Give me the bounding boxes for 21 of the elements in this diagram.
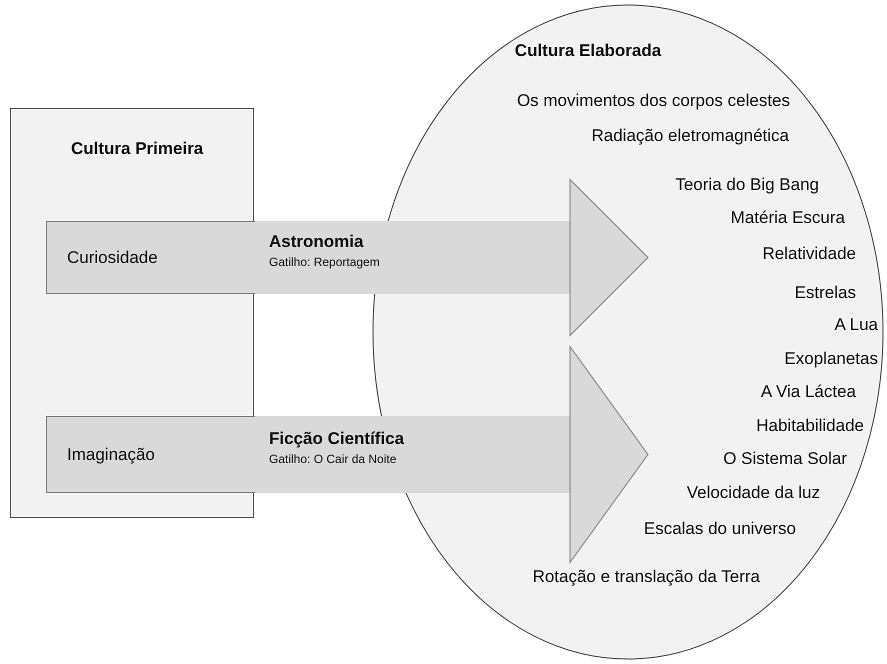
block-arrow xyxy=(255,346,648,563)
topic-item: Os movimentos dos corpos celestes xyxy=(516,92,790,109)
topic-item: Estrelas xyxy=(794,284,856,301)
topic-item: O Sistema Solar xyxy=(723,450,847,467)
topic-item: A Via Láctea xyxy=(760,383,856,400)
concept-box: Curiosidade xyxy=(46,221,255,294)
topic-item: Teoria do Big Bang xyxy=(675,176,819,193)
topic-item: Exoplanetas xyxy=(784,350,878,367)
topic-item: Radiação eletromagnética xyxy=(591,127,789,144)
topic-item: Matéria Escura xyxy=(730,209,845,226)
panel-heading: Cultura Primeira xyxy=(71,140,204,157)
topic-item: Escalas do universo xyxy=(644,520,796,537)
block-arrow xyxy=(255,179,648,336)
topic-item: Habitabilidade xyxy=(756,417,864,434)
topic-item: Rotação e translação da Terra xyxy=(532,568,760,585)
topic-item: Relatividade xyxy=(762,245,856,262)
topic-item: A Lua xyxy=(834,316,878,333)
category-panel xyxy=(10,108,254,518)
region-heading: Cultura Elaborada xyxy=(514,42,662,59)
concept-box: Imaginação xyxy=(46,416,255,493)
topic-item: Velocidade da luz xyxy=(686,484,820,501)
